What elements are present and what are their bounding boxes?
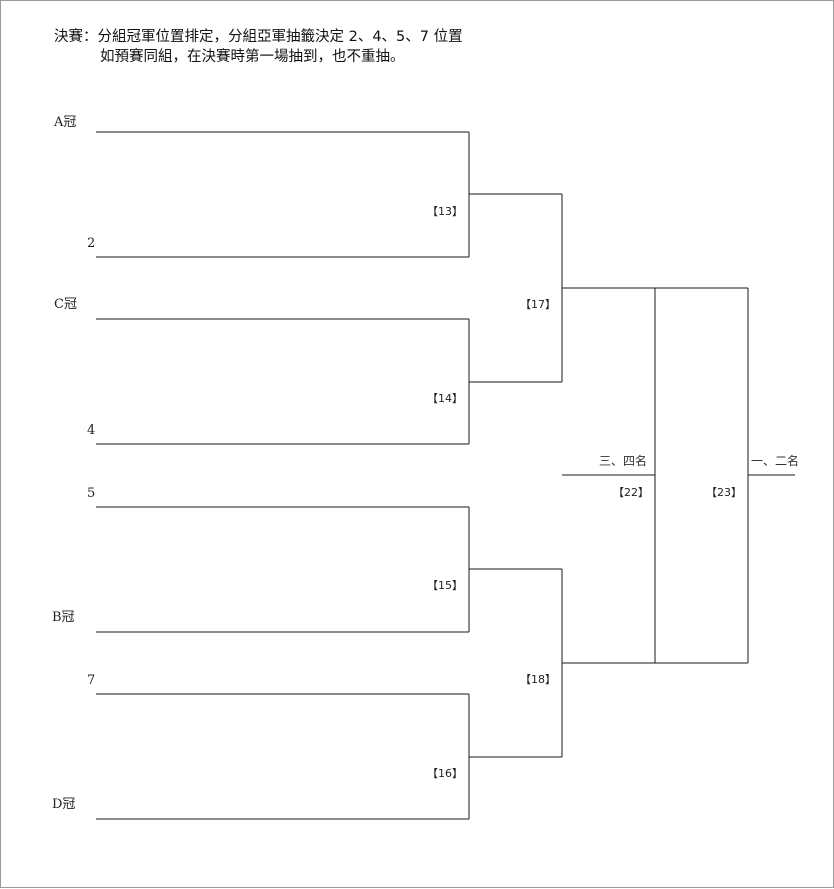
slot-label-6: B冠 [52,610,75,625]
slot-label-2: 2 [87,236,96,251]
match-17-label: 【17】 [520,298,556,311]
rules-line-2: 如預賽同組，在決賽時第一場抽到，也不重抽。 [100,49,405,65]
slot-label-1: A冠 [54,115,77,130]
slot-label-3: C冠 [54,297,77,312]
match-13-label: 【13】 [427,205,463,218]
match-16-label: 【16】 [427,767,463,780]
match-22-label: 【22】 [613,486,649,499]
first-second-place-label: 一、二名 [751,454,800,468]
match-15-label: 【15】 [427,579,463,592]
slot-label-5: 5 [87,486,96,501]
rules-line-1: 決賽：分組冠軍位置排定，分組亞軍抽籤決定 2、4、5、7 位置 [54,29,463,45]
match-14-label: 【14】 [427,392,463,405]
match-23-label: 【23】 [706,486,742,499]
slot-label-4: 4 [87,423,96,438]
slot-label-8: D冠 [52,797,76,812]
slot-label-7: 7 [87,673,96,688]
rules-header: 決賽：分組冠軍位置排定，分組亞軍抽籤決定 2、4、5、7 位置 如預賽同組，在決… [54,27,463,67]
third-fourth-place-label: 三、四名 [599,454,648,468]
match-18-label: 【18】 [520,673,556,686]
